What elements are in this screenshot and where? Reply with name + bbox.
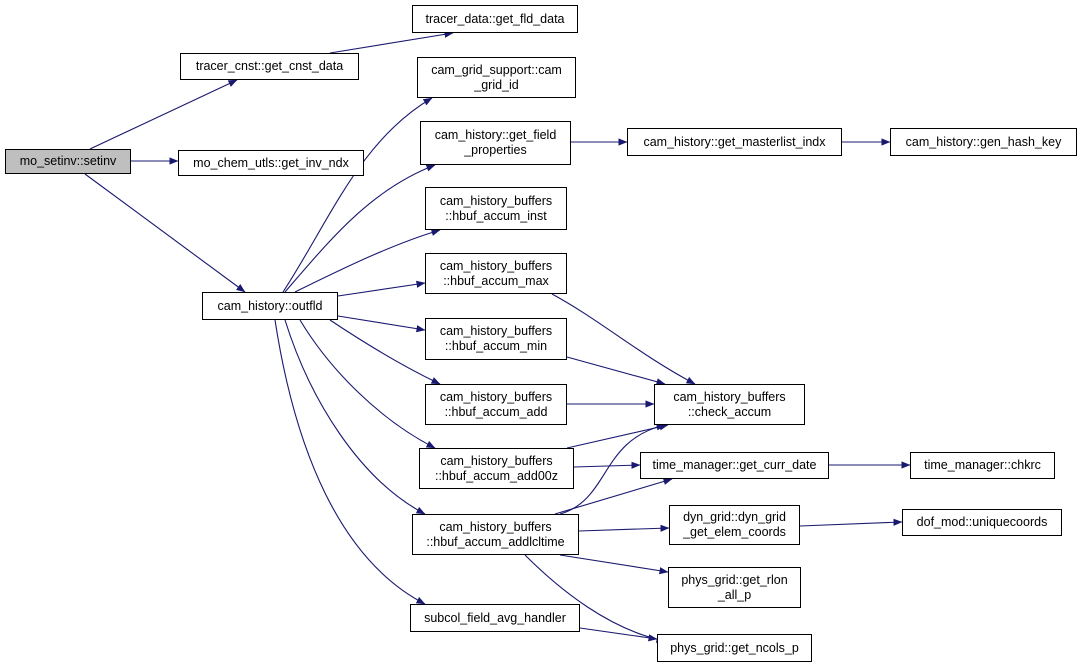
edge-hbuf-accum-min-to-check-accum (566, 356, 666, 386)
node-label: _properties (464, 143, 527, 157)
edge-outfld-to-hbuf-accum-add00z (299, 319, 436, 449)
node-gen-hash-key[interactable]: cam_history::gen_hash_key (890, 128, 1077, 156)
node-get-cnst-data[interactable]: tracer_cnst::get_cnst_data (180, 53, 359, 80)
node-outfld[interactable]: cam_history::outfld (202, 292, 338, 320)
node-get-masterlist-indx[interactable]: cam_history::get_masterlist_indx (627, 128, 842, 156)
edge-hbuf-accum-addlcltime-to-check-accum (559, 423, 666, 515)
node-label: cam_grid_support::cam (431, 62, 562, 77)
node-label: phys_grid::get_ncols_p (670, 640, 799, 655)
node-label: ::hbuf_accum_max (443, 273, 549, 288)
node-chkrc[interactable]: time_manager::chkrc (910, 452, 1055, 479)
edge-outfld-to-hbuf-accum-max (337, 280, 426, 297)
edge-outfld-to-subcol-field-avg-handler (274, 319, 426, 605)
edge-hbuf-accum-addlcltime-to-get-rlon-all-p (559, 554, 669, 575)
edge-outfld-to-hbuf-accum-inst (294, 229, 441, 293)
edge-setinv-to-outfld (84, 173, 246, 293)
node-get-rlon-all-p[interactable]: phys_grid::get_rlon_all_p (668, 567, 801, 608)
node-label: tracer_cnst::get_cnst_data (195, 59, 344, 73)
node-label: subcol_field_avg_handler (424, 610, 566, 625)
node-cam-grid-id[interactable]: cam_grid_support::cam_grid_id (417, 57, 576, 98)
node-hbuf-accum-max[interactable]: cam_history_buffers::hbuf_accum_max (425, 253, 567, 294)
edge-hbuf-accum-add00z-to-get-curr-date (573, 461, 641, 469)
node-label: dof_mod::uniquecoords (916, 515, 1048, 529)
edge-outfld-to-get-field-properties (284, 164, 436, 293)
node-get-fld-data[interactable]: tracer_data::get_fld_data (412, 5, 578, 33)
edge-setinv-to-get-cnst-data (89, 79, 238, 150)
node-label: cam_history_buffers (673, 389, 786, 404)
node-subcol-field-avg-handler[interactable]: subcol_field_avg_handler (410, 604, 580, 632)
node-label: _get_elem_coords (683, 525, 786, 539)
node-hbuf-accum-add00z[interactable]: cam_history_buffers::hbuf_accum_add00z (419, 448, 574, 489)
node-label: cam_history::gen_hash_key (905, 134, 1062, 149)
edge-hbuf-accum-max-to-check-accum (551, 293, 696, 385)
node-label: cam_history::outfld (217, 298, 323, 313)
node-dyn-grid-get-elem-coords[interactable]: dyn_grid::dyn_grid_get_elem_coords (669, 505, 800, 545)
edge-outfld-to-hbuf-accum-min (337, 315, 426, 333)
node-label: ::hbuf_accum_min (444, 339, 548, 353)
node-label: dyn_grid::dyn_grid (683, 510, 786, 524)
edge-outfld-to-cam-grid-id (282, 97, 433, 293)
node-label: time_manager::chkrc (924, 458, 1041, 472)
node-get-field-properties[interactable]: cam_history::get_field_properties (420, 121, 571, 165)
node-label: cam_history_buffers (439, 389, 553, 404)
edge-dyn-grid-get-elem-coords-to-uniquecoords (799, 518, 903, 527)
node-hbuf-accum-addlcltime[interactable]: cam_history_buffers::hbuf_accum_addlclti… (412, 514, 579, 555)
node-label: cam_history::get_field (434, 128, 557, 142)
node-label: ::hbuf_accum_add00z (434, 468, 558, 483)
node-label: cam_history_buffers (439, 193, 553, 208)
node-check-accum[interactable]: cam_history_buffers::check_accum (654, 384, 805, 425)
node-label: phys_grid::get_rlon (681, 572, 788, 587)
node-get-curr-date[interactable]: time_manager::get_curr_date (640, 452, 829, 479)
node-setinv[interactable]: mo_setinv::setinv (5, 149, 131, 174)
node-label: cam_history_buffers (439, 324, 553, 338)
node-uniquecoords[interactable]: dof_mod::uniquecoords (902, 509, 1062, 536)
node-get-inv-ndx[interactable]: mo_chem_utls::get_inv_ndx (178, 150, 364, 176)
node-label: cam_history_buffers (439, 258, 553, 273)
node-hbuf-accum-add[interactable]: cam_history_buffers::hbuf_accum_add (425, 384, 567, 425)
edge-hbuf-accum-addlcltime-to-dyn-grid-get-elem-coords (578, 524, 670, 532)
edge-hbuf-accum-addlcltime-to-get-ncols-p (524, 554, 666, 643)
node-get-ncols-p[interactable]: phys_grid::get_ncols_p (657, 634, 812, 662)
edge-outfld-to-hbuf-accum-add (329, 319, 441, 385)
edge-outfld-to-hbuf-accum-addlcltime (284, 319, 426, 515)
node-hbuf-accum-inst[interactable]: cam_history_buffers::hbuf_accum_inst (425, 187, 567, 230)
node-label: cam_history::get_masterlist_indx (643, 134, 826, 149)
node-label: tracer_data::get_fld_data (425, 11, 565, 26)
edge-hbuf-accum-addlcltime-to-get-curr-date (554, 478, 673, 515)
node-label: mo_setinv::setinv (19, 154, 117, 168)
node-label: _all_p (717, 587, 752, 602)
node-hbuf-accum-min[interactable]: cam_history_buffers::hbuf_accum_min (425, 318, 567, 360)
node-label: ::check_accum (687, 404, 772, 419)
edge-get-cnst-data-to-get-fld-data (329, 30, 454, 54)
node-label: _grid_id (474, 77, 519, 92)
node-label: ::hbuf_accum_addlcltime (426, 534, 565, 549)
node-label: time_manager::get_curr_date (652, 458, 817, 472)
node-label: mo_chem_utls::get_inv_ndx (193, 155, 349, 170)
node-label: ::hbuf_accum_add (444, 404, 548, 419)
node-label: cam_history_buffers (440, 453, 553, 468)
edge-subcol-field-avg-handler-to-get-ncols-p (579, 627, 658, 642)
node-label: cam_history_buffers (439, 519, 552, 534)
node-label: ::hbuf_accum_inst (445, 208, 547, 223)
